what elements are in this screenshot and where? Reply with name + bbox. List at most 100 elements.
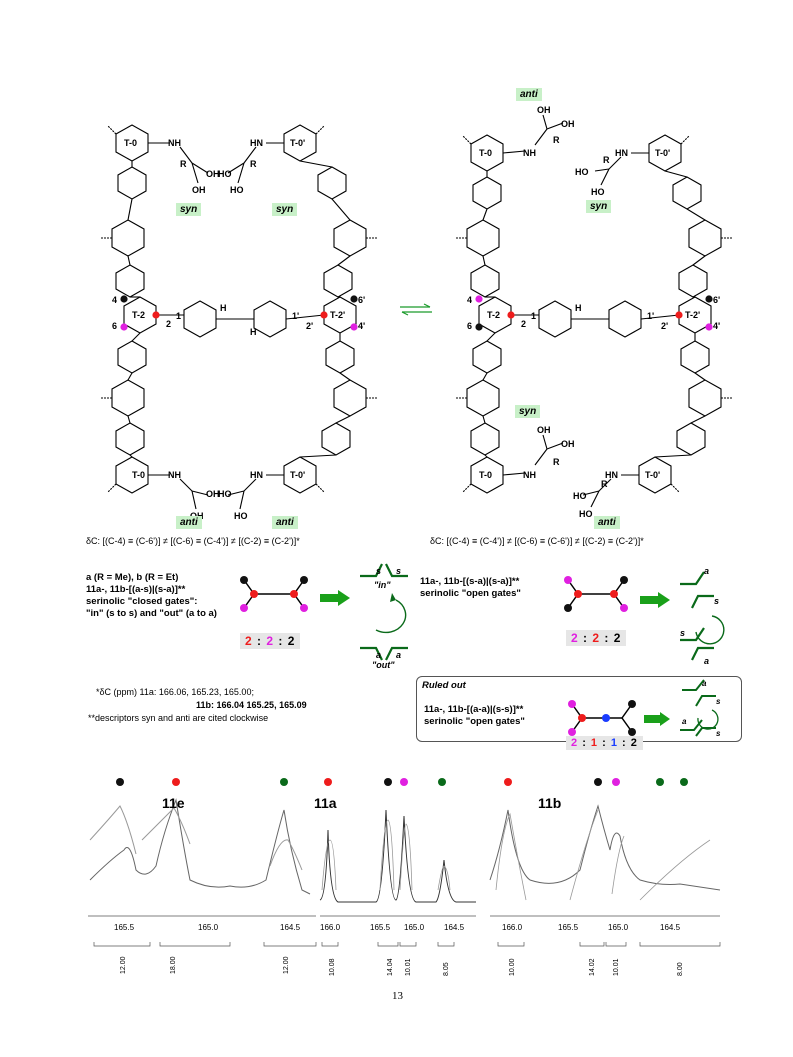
peak-dot	[656, 778, 664, 786]
dot-c2p	[320, 311, 328, 319]
tick-label: 166.0	[502, 923, 523, 932]
label-n1: 1	[176, 311, 181, 321]
integral-label: 18.00	[170, 956, 177, 974]
gate-a: a	[704, 656, 709, 666]
ratio-value: 1	[590, 737, 599, 749]
label-oh-3: OH	[537, 425, 551, 435]
label-n2p: 2'	[306, 321, 313, 331]
gate-in: "in"	[374, 580, 391, 590]
label-nh: NH	[523, 148, 536, 158]
label-c4: 4	[467, 295, 472, 305]
integral-label: 10.01	[405, 958, 412, 976]
integral-label: 10.08	[329, 958, 336, 976]
gate-a: a	[396, 650, 401, 660]
ratio-right: 2 : 2 : 2	[566, 630, 627, 646]
green-arrow-icon	[320, 590, 350, 606]
label-n2: 2	[521, 319, 526, 329]
label-c6p: 6'	[358, 295, 365, 305]
peak-dot	[438, 778, 446, 786]
label-c6: 6	[112, 321, 117, 331]
gate-s: s	[376, 566, 381, 576]
label-t2: T-2	[487, 310, 500, 320]
spectrum-label: 11a	[314, 795, 337, 811]
ratio-value: 2	[245, 634, 253, 648]
ratio-value: 2	[630, 737, 638, 749]
peak-dot	[280, 778, 288, 786]
left-desc-line4: "in" (s to s) and "out" (a to a)	[86, 608, 217, 619]
ratio-sep: :	[278, 634, 284, 648]
gate-out: "out"	[372, 660, 395, 670]
ratio-value: 2	[592, 631, 601, 645]
footnote-3: **descriptors syn and anti are cited clo…	[88, 713, 269, 723]
green-arrow-icon	[640, 592, 670, 608]
ratio-value: 1	[610, 737, 618, 749]
label-ho-2: HO	[230, 185, 244, 195]
ratio-sep: :	[257, 634, 263, 648]
gate-a: a	[682, 717, 687, 726]
ratio-value: 2	[287, 634, 296, 648]
dot-c4p	[350, 323, 358, 331]
label-oh-4: OH	[561, 439, 575, 449]
peak-dot	[400, 778, 408, 786]
nmr-spectra: 11e 165.5 165.0 164.5 12.00 18.00 12.00 …	[88, 778, 721, 976]
green-arrow-icon	[644, 712, 670, 726]
integral-label: 10.00	[509, 958, 516, 976]
peak-dot	[384, 778, 392, 786]
gate-a: a	[702, 679, 707, 688]
spectrum-11a: 11a 166.0 165.5 165.0 164.5 10.08 14.04 …	[314, 778, 476, 976]
ratio-left: 2 : 2 : 2	[240, 633, 301, 649]
ratio-sep: :	[583, 631, 589, 645]
tick-label: 165.5	[370, 923, 391, 932]
dot-c2p	[675, 311, 683, 319]
tick-label: 165.0	[404, 923, 425, 932]
ruled-out-title: Ruled out	[422, 680, 466, 691]
label-t2: T-2	[132, 310, 145, 320]
label-oh-2: OH	[561, 119, 575, 129]
tick-label: 165.0	[198, 923, 219, 932]
label-t0p: T-0'	[290, 138, 305, 148]
ruled-out-line1: 11a-, 11b-[(a-a)|(s-s)]**	[424, 704, 524, 715]
label-t0p: T-0'	[655, 148, 670, 158]
tick-label: 164.5	[444, 923, 465, 932]
label-t0: T-0	[479, 148, 492, 158]
gate-s: s	[396, 566, 401, 576]
gate-diagram-right: a s s a	[680, 566, 725, 666]
peak-dot	[172, 778, 180, 786]
ratio-ruled: 2 : 1 : 1 : 2	[566, 736, 643, 750]
label-c4p: 4'	[713, 321, 720, 331]
label-r: R	[180, 159, 187, 169]
label-ho-3: HO	[573, 491, 587, 501]
label-h: H	[220, 303, 227, 313]
gate-diagram-ruled: a s a s	[680, 679, 721, 738]
label-t2p: T-2'	[685, 310, 700, 320]
label-r-3: R	[553, 457, 560, 467]
label-t2p: T-2'	[330, 310, 345, 320]
delta-left: δC: [(C-4) ≡ (C-6')] ≠ [(C-6) ≡ (C-4')] …	[86, 536, 300, 546]
integral-label: 14.04	[387, 958, 394, 976]
label-hn-bottom: HN	[605, 470, 618, 480]
label-t0-bottom: T-0	[132, 470, 145, 480]
spectrum-label: 11b	[538, 795, 561, 811]
label-ho-2: HO	[591, 187, 605, 197]
tag-anti-right: anti	[272, 516, 298, 529]
tick-label: 166.0	[320, 923, 341, 932]
tick-label: 164.5	[660, 923, 681, 932]
integral-label: 14.02	[589, 958, 596, 976]
integral-label: 8.05	[443, 962, 450, 976]
label-c6: 6	[467, 321, 472, 331]
right-macrocycle: T-0 T-0' T-2 T-2' T-0 T-0' NH HN NH HN O…	[455, 105, 733, 519]
label-n2: 2	[166, 319, 171, 329]
peak-dot	[680, 778, 688, 786]
label-r-2: R	[250, 159, 257, 169]
label-c4: 4	[112, 295, 117, 305]
spectrum-11b: 11b 166.0 165.5 165.0 164.5 10.00 14.02 …	[489, 778, 721, 976]
label-hn: HN	[615, 148, 628, 158]
left-desc-line3: serinolic "closed gates":	[86, 596, 198, 607]
label-n1p: 1'	[292, 311, 299, 321]
ruled-out-scheme	[568, 700, 636, 736]
label-h: H	[575, 303, 582, 313]
dot-c2	[152, 311, 160, 319]
label-n1: 1	[531, 311, 536, 321]
integral-label: 8.00	[677, 962, 684, 976]
footnote-1: *δC (ppm) 11a: 166.06, 165.23, 165.00;	[96, 687, 254, 697]
